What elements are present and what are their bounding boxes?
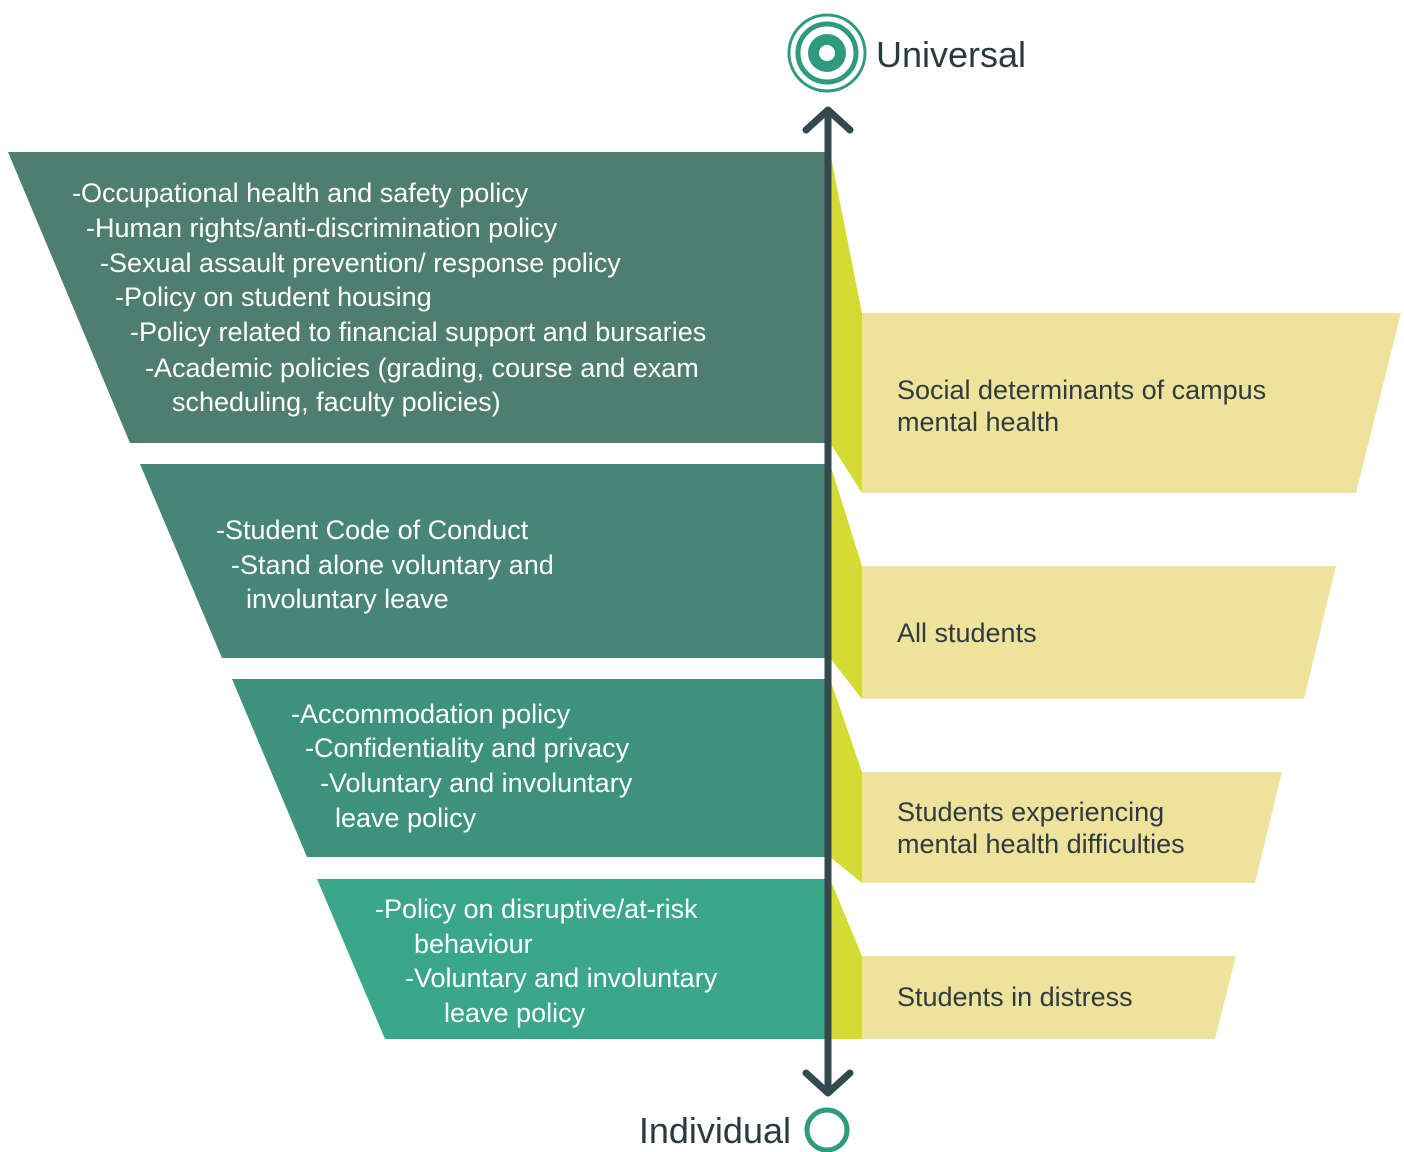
group-3-label: Students experiencing mental health diff…	[897, 797, 1185, 859]
axis-arrow-top	[802, 106, 854, 134]
group-2-shape	[862, 566, 1336, 699]
policy-line: behaviour	[414, 929, 533, 959]
tier-4-policies: -Policy on disruptive/at-risk behaviour …	[375, 894, 718, 1028]
tier-4-connector	[830, 879, 862, 1039]
policy-line: -Accommodation policy	[291, 699, 571, 729]
policy-line: -Policy related to financial support and…	[130, 317, 706, 347]
tier-3-policies: -Accommodation policy -Confidentiality a…	[291, 699, 633, 833]
tier-1-shape	[8, 152, 830, 443]
tier-3-shape	[232, 679, 830, 857]
policy-line: -Policy on disruptive/at-risk	[375, 894, 698, 924]
policy-line: -Policy on student housing	[115, 282, 432, 312]
policy-line: -Stand alone voluntary and	[231, 550, 554, 580]
policy-line: scheduling, faculty policies)	[172, 387, 501, 417]
individual-label: Individual	[639, 1110, 791, 1151]
group-4-shape	[862, 956, 1236, 1039]
tier-2-connector	[830, 464, 862, 699]
tier-3-connector	[830, 679, 862, 883]
tier-1-connector	[830, 152, 862, 493]
group-4-label: Students in distress	[897, 982, 1133, 1012]
policy-line: -Voluntary and involuntary	[320, 768, 633, 798]
policy-line: -Human rights/anti-discrimination policy	[86, 213, 558, 243]
group-3-shape	[862, 772, 1282, 883]
group-line: mental health difficulties	[897, 829, 1185, 859]
group-line: mental health	[897, 407, 1059, 437]
group-1-label: Social determinants of campus mental hea…	[897, 375, 1266, 437]
policy-line: -Sexual assault prevention/ response pol…	[100, 248, 621, 278]
policy-line: -Occupational health and safety policy	[72, 178, 529, 208]
policy-line: leave policy	[335, 803, 477, 833]
individual-ring-icon	[804, 1107, 850, 1152]
group-line: Students experiencing	[897, 797, 1164, 827]
group-line: Students in distress	[897, 982, 1133, 1012]
policy-line: -Voluntary and involuntary	[405, 963, 718, 993]
policy-line: -Academic policies (grading, course and …	[145, 353, 699, 383]
group-1-shape	[862, 313, 1401, 493]
group-2-label: All students	[897, 618, 1037, 648]
axis-arrow-bottom	[802, 1069, 854, 1097]
tier-1-policies: -Occupational health and safety policy -…	[72, 178, 706, 417]
group-line: Social determinants of campus	[897, 375, 1266, 405]
policy-line: -Student Code of Conduct	[216, 515, 529, 545]
tier-4-shape	[317, 879, 830, 1039]
universal-label: Universal	[876, 34, 1026, 75]
group-line: All students	[897, 618, 1037, 648]
policy-line: -Confidentiality and privacy	[305, 733, 630, 763]
universal-target-icon	[787, 13, 867, 93]
tier-2-shape	[140, 464, 830, 658]
policy-line: involuntary leave	[246, 584, 449, 614]
policy-line: leave policy	[444, 998, 586, 1028]
tier-2-policies: -Student Code of Conduct -Stand alone vo…	[216, 515, 554, 614]
